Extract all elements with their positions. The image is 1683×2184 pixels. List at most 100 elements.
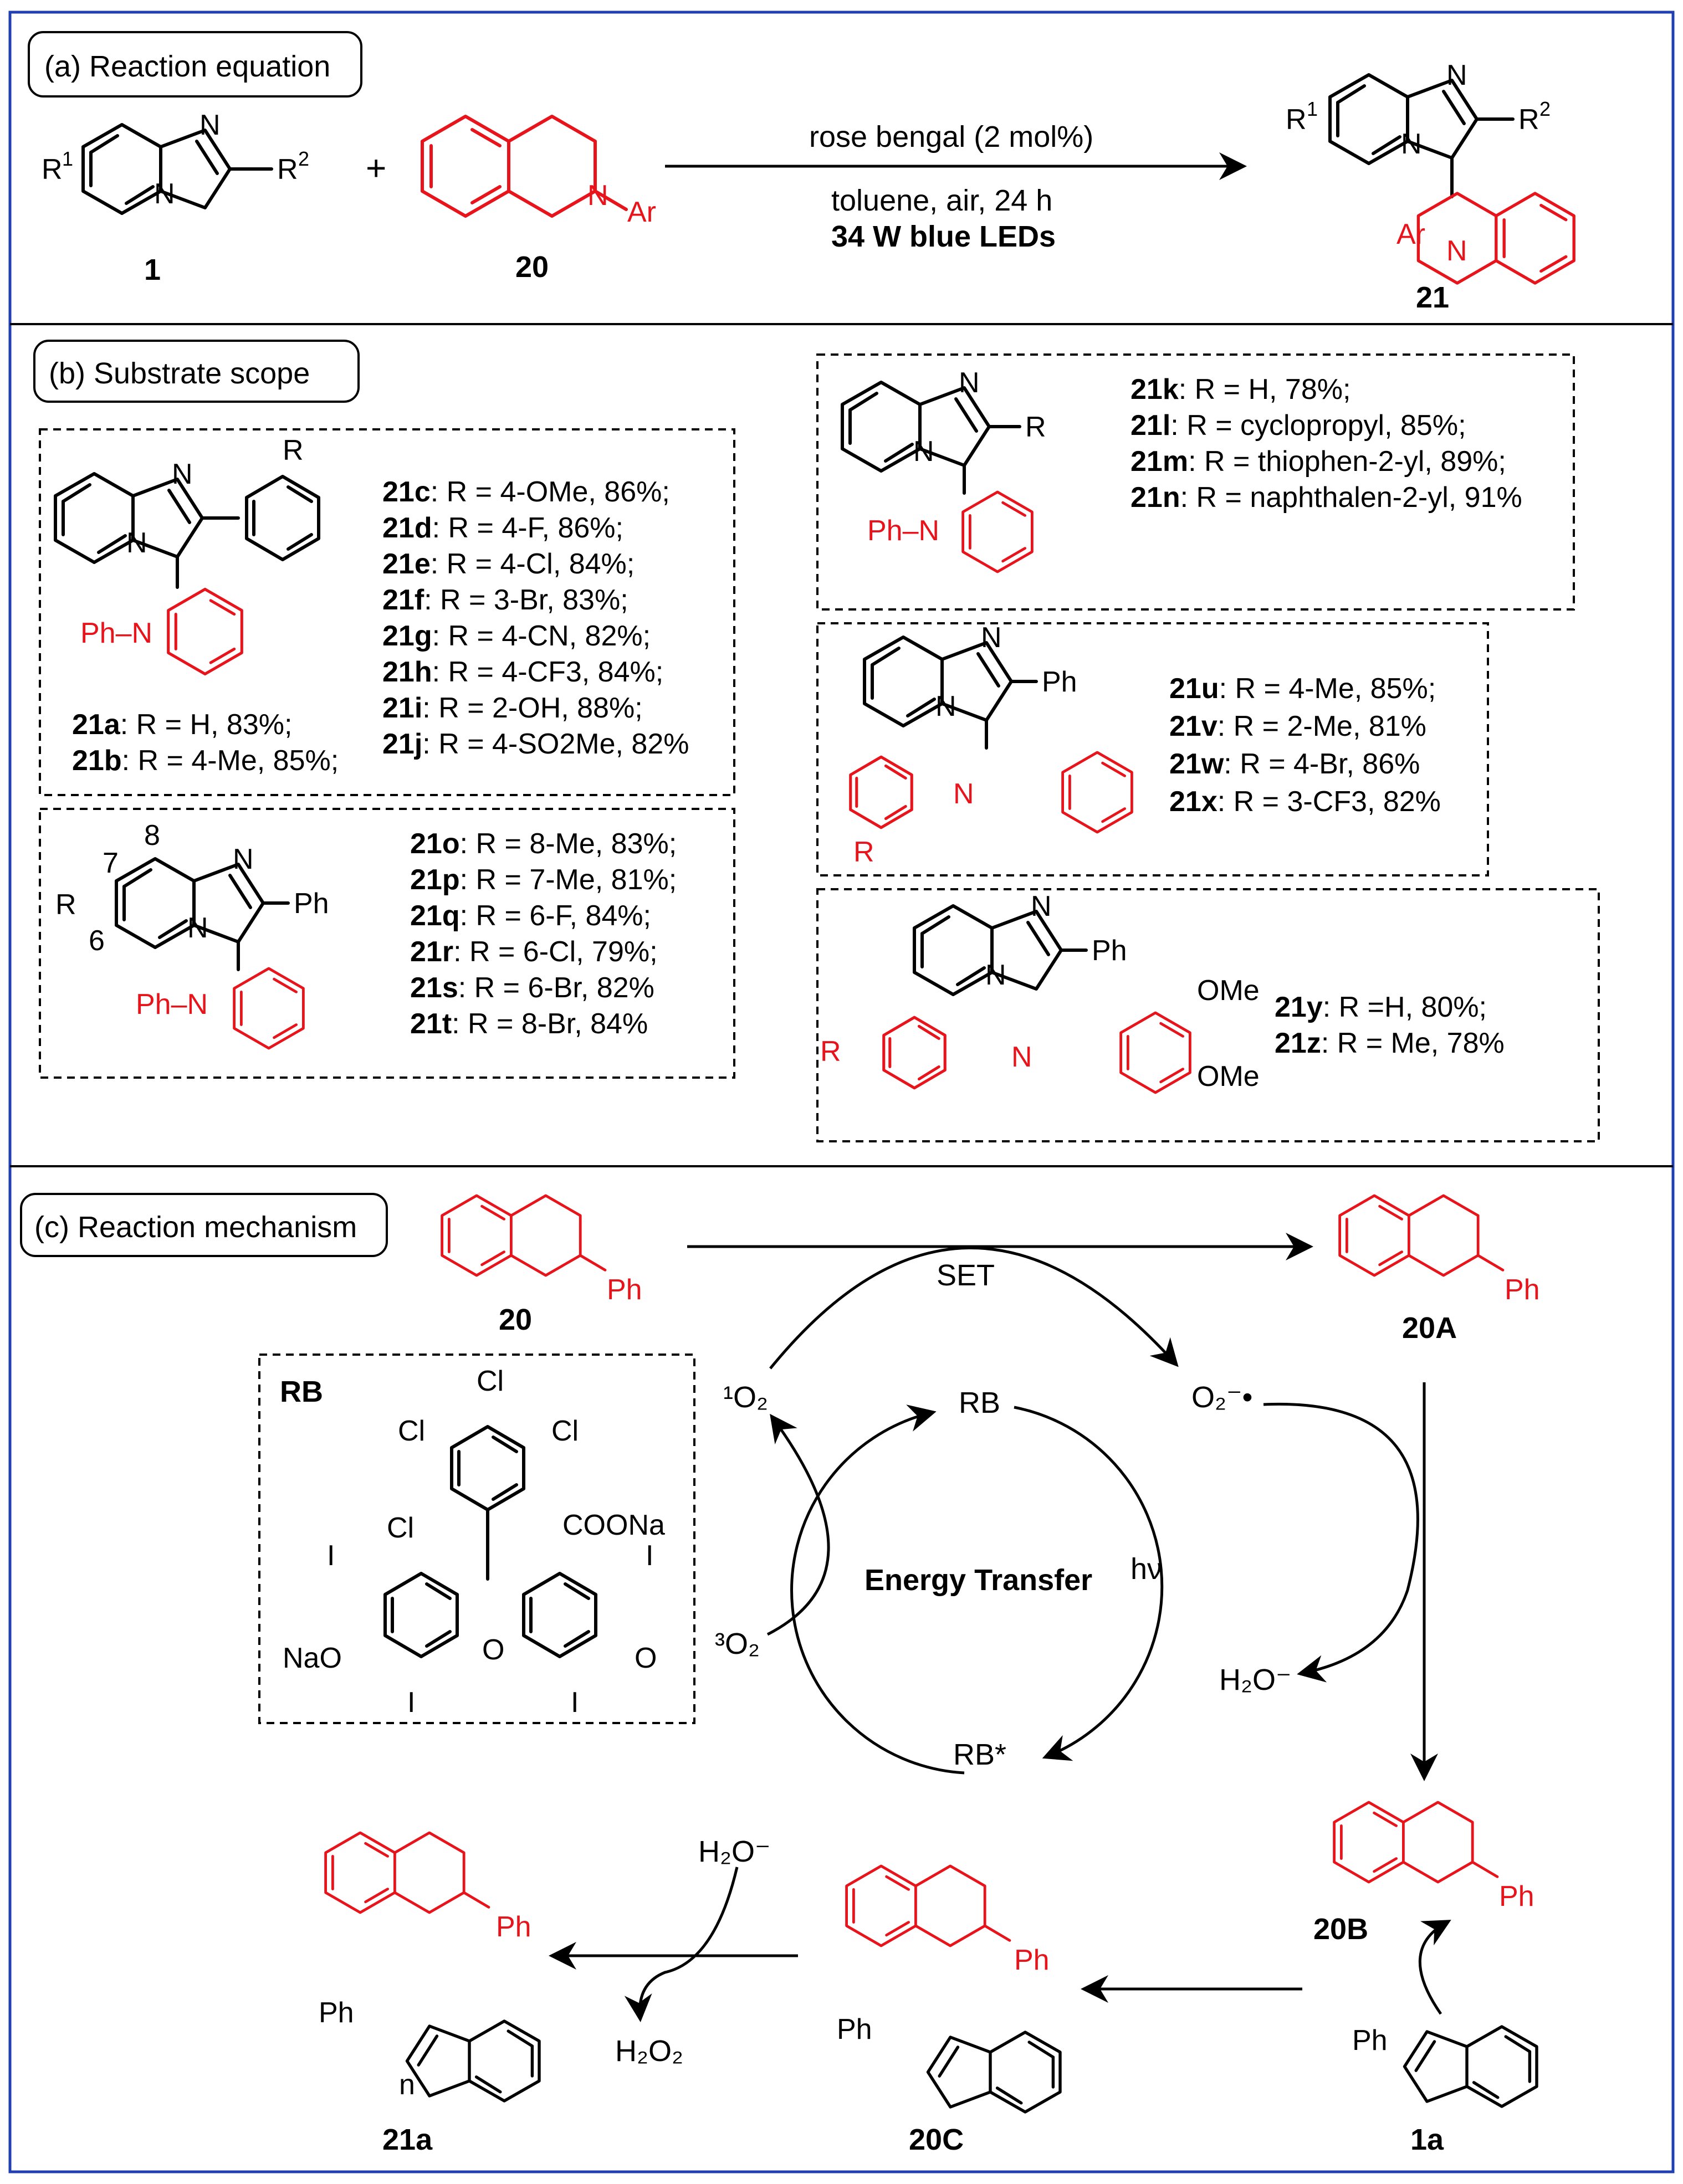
svg-text:R: R [277, 153, 298, 186]
scope-entry-21p: 21p: R = 7-Me, 81%; [410, 864, 677, 896]
scope-entry-21z: 21z: R = Me, 78% [1275, 1027, 1505, 1059]
svg-text:I: I [327, 1540, 335, 1572]
plus-sign: + [366, 148, 386, 188]
svg-text:N: N [959, 367, 980, 399]
h2o-minus-text-2: H₂O⁻ [698, 1835, 770, 1868]
panel-a-label-box [28, 31, 362, 98]
h2o-arc [624, 1867, 739, 2022]
svg-text:1: 1 [1307, 98, 1318, 120]
scope-box-4 [816, 622, 1489, 876]
svg-text:R: R [283, 434, 304, 466]
scope-entry-21s: 21s: R = 6-Br, 82% [410, 972, 654, 1004]
mech-20-label: 20 [499, 1303, 532, 1336]
scope-entry-21k: 21k: R = H, 78%; [1130, 373, 1351, 406]
svg-text:N: N [985, 959, 1006, 991]
mech-20C-ph: Ph [1014, 1944, 1050, 1976]
product-21-thiq [1416, 192, 1575, 285]
scope-entry-21q: 21q: R = 6-F, 84%; [410, 900, 651, 932]
mech-20B-label: 20B [1313, 1913, 1368, 1946]
rose-bengal-structure: Cl Cl Cl Cl COONa I I NaO O O I I [283, 1365, 665, 1719]
scope-3-list: 21o: R = 8-Me, 83%; 21p: R = 7-Me, 81%; 21… [410, 828, 677, 1040]
mech-21a-ph: Ph [496, 1911, 531, 1943]
svg-text:Cl: Cl [477, 1365, 504, 1397]
h2o2-text: H₂O₂ [615, 2034, 683, 2068]
singlet-oxygen-text: ¹O₂ [723, 1381, 768, 1414]
superoxide-arc [1263, 1402, 1419, 1683]
scope-5-structure: NN Ph R N OMe OMe [820, 890, 1260, 1094]
scope-entry-21n: 21n: R = naphthalen-2-yl, 91% [1130, 481, 1522, 514]
scope-1b-list: 21a: R = H, 83%;21b: R = 4-Me, 85%; [72, 709, 339, 777]
scope-box-3 [39, 808, 735, 1079]
set-label: SET [937, 1259, 995, 1292]
scope-entry-21g: 21g: R = 4-CN, 82%; [382, 620, 651, 652]
svg-text:N: N [1031, 890, 1052, 922]
svg-text:R: R [42, 153, 63, 186]
scope-entry-21o: 21o: R = 8-Me, 83%; [410, 828, 677, 860]
svg-text:O: O [482, 1634, 504, 1666]
mech-1a-structure [1405, 2027, 1537, 2106]
light-text: 34 W blue LEDs [831, 220, 1056, 253]
svg-text:N: N [1401, 128, 1422, 160]
svg-text:N: N [126, 527, 147, 559]
svg-text:Ar: Ar [627, 196, 656, 228]
svg-text:N: N [154, 178, 175, 210]
scope-entry-21r: 21r: R = 6-Cl, 79%; [410, 936, 658, 968]
scope-entry-21i: 21i: R = 2-OH, 88%; [382, 692, 643, 724]
mech-20-n: Ph [607, 1274, 642, 1306]
mech-20A-structure [1340, 1196, 1505, 1275]
svg-text:6: 6 [89, 925, 105, 957]
scope-entry-21c: 21c: R = 4-OMe, 86%; [382, 476, 670, 508]
product-21-n: N [1446, 235, 1467, 267]
panel-c-label: (c) Reaction mechanism [34, 1211, 357, 1244]
compound-20-structure: N Ar [422, 116, 656, 228]
compound-1-label: 1 [144, 253, 161, 286]
svg-text:N: N [199, 109, 221, 141]
mech-21a-label: 21a [382, 2123, 433, 2156]
scope-entry-21d: 21d: R = 4-F, 86%; [382, 512, 623, 544]
svg-text:N: N [953, 778, 974, 810]
rb-text: RB [959, 1386, 1000, 1419]
svg-text:N: N [587, 180, 608, 212]
scope-entry-21t: 21t: R = 8-Br, 84% [410, 1008, 648, 1040]
mech-20C-ph2: Ph [837, 2013, 872, 2045]
scope-entry-21j: 21j: R = 4-SO2Me, 82% [382, 728, 689, 760]
svg-text:R: R [1286, 104, 1307, 136]
svg-text:Ph–N: Ph–N [80, 617, 152, 649]
rb-star-text: RB* [953, 1738, 1006, 1771]
svg-text:Cl: Cl [398, 1415, 425, 1447]
svg-text:Cl: Cl [387, 1512, 414, 1544]
mech-21a-structure [326, 1833, 490, 1913]
svg-text:O: O [635, 1642, 657, 1674]
scope-entry-21m: 21m: R = thiophen-2-yl, 89%; [1130, 445, 1506, 478]
scope-2-structure: NN R Ph–N [842, 367, 1046, 573]
svg-text:N: N [172, 458, 193, 490]
svg-text:R: R [1518, 104, 1539, 136]
svg-text:OMe: OMe [1197, 1060, 1260, 1093]
mech-21a-imp [407, 2021, 540, 2101]
scope-5-list: 21y: R =H, 80%; 21z: R = Me, 78% [1275, 991, 1505, 1059]
h2o-minus-text-1: H₂O⁻ [1219, 1663, 1291, 1696]
svg-text:Ph–N: Ph–N [136, 988, 208, 1021]
mech-20C-label: 20C [909, 2123, 964, 2156]
svg-text:N: N [233, 843, 254, 875]
svg-text:I: I [646, 1540, 653, 1572]
compound-20-label: 20 [515, 250, 549, 284]
superoxide-text: O₂⁻• [1191, 1381, 1252, 1414]
svg-text:I: I [407, 1686, 415, 1719]
scope-4-list: 21u: R = 4-Me, 85%;21v: R = 2-Me, 81%21w… [1169, 673, 1441, 818]
scope-entry-21y: 21y: R =H, 80%; [1275, 991, 1487, 1023]
cycle-arc-left [790, 1404, 965, 1775]
mech-20-structure [442, 1196, 607, 1275]
rb-box [258, 1354, 695, 1724]
scope-entry-21a: 21a: R = H, 83%; [72, 709, 292, 741]
svg-text:N: N [1446, 59, 1467, 91]
svg-text:R: R [1025, 411, 1046, 443]
mech-20A-label: 20A [1402, 1311, 1457, 1345]
svg-text:R: R [853, 836, 874, 868]
compound-21-label: 21 [1416, 281, 1449, 314]
mech-20C-imp [928, 2032, 1061, 2112]
mech-1a-ph: Ph [1352, 2024, 1388, 2057]
